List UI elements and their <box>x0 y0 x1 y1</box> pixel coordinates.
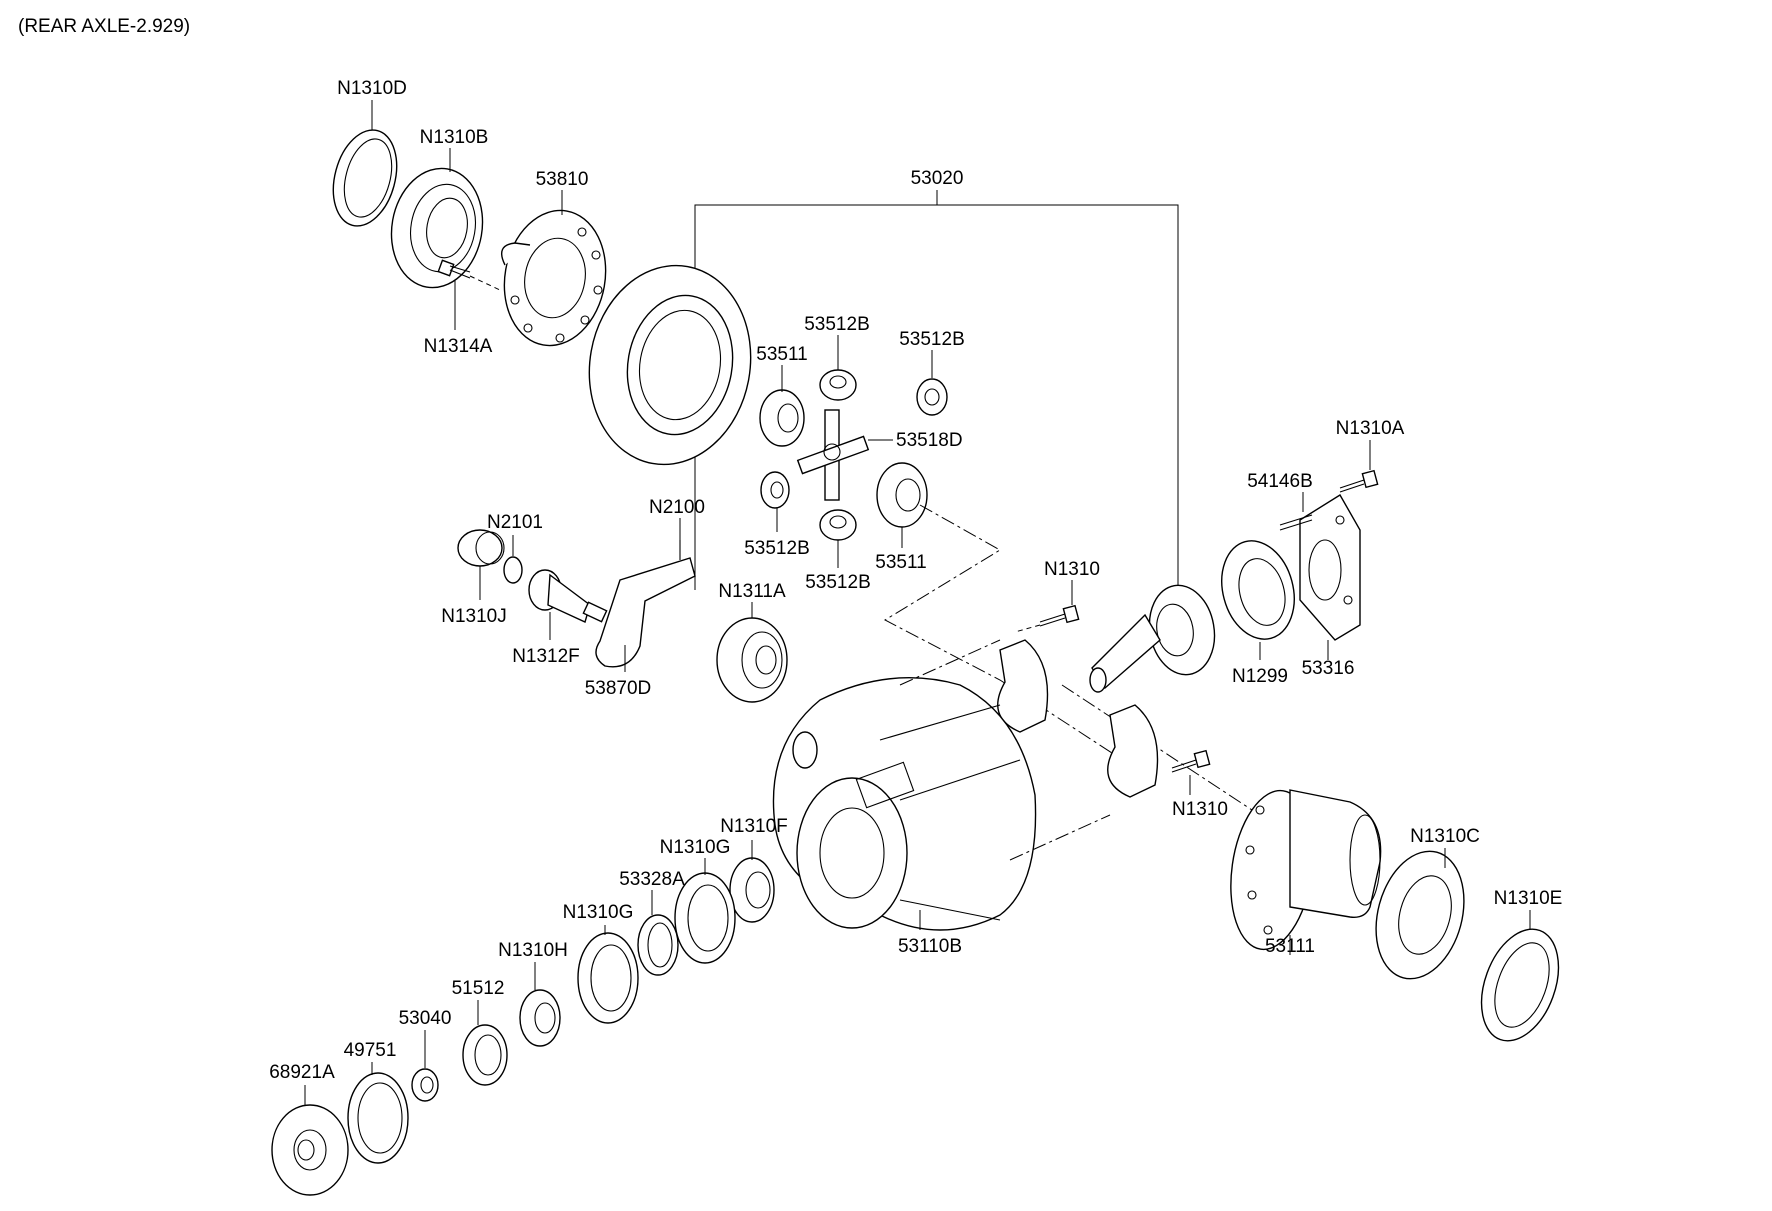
label-51512: 51512 <box>452 978 505 999</box>
part-51512-seal[interactable] <box>462 1024 508 1086</box>
part-49751-washer[interactable] <box>347 1072 409 1164</box>
label-n1310b: N1310B <box>420 127 489 148</box>
part-n1310a-bolt[interactable] <box>1339 469 1379 493</box>
label-n1312f: N1312F <box>512 646 580 667</box>
part-n1311a-bearing[interactable] <box>716 617 788 703</box>
part-bearing-cap-lower[interactable] <box>1107 704 1159 798</box>
label-n1310-lower: N1310 <box>1172 799 1228 820</box>
part-53110b-axle-housing[interactable] <box>772 677 1037 931</box>
part-53512b-pinion-upper[interactable] <box>819 369 857 401</box>
label-n1310f: N1310F <box>720 816 788 837</box>
part-53512b-pinion-left[interactable] <box>760 471 790 509</box>
part-53870d-shift-fork[interactable] <box>595 540 696 668</box>
part-53040-nut[interactable] <box>411 1068 439 1102</box>
part-53518d-cross-shaft[interactable] <box>796 409 870 501</box>
label-53511-lower: 53511 <box>875 552 926 573</box>
label-53512b-upper: 53512B <box>804 314 870 335</box>
label-n1310a: N1310A <box>1336 418 1405 439</box>
label-n1310c: N1310C <box>1410 826 1480 847</box>
part-n1310c-bearing[interactable] <box>1363 841 1478 988</box>
part-n1314a-bolt[interactable] <box>437 259 471 279</box>
label-n1310h: N1310H <box>498 940 568 961</box>
part-n1299-seal[interactable] <box>1211 533 1304 648</box>
part-n1310d-bearing-race[interactable] <box>323 123 406 233</box>
part-53810-differential-case[interactable] <box>494 202 616 353</box>
label-53111: 53111 <box>1265 936 1315 957</box>
part-n1310e-bearing-race[interactable] <box>1467 919 1572 1052</box>
label-53512b-left: 53512B <box>744 538 810 559</box>
label-53810: 53810 <box>536 169 589 190</box>
part-68921a-flange[interactable] <box>271 1104 349 1196</box>
part-53111-carrier[interactable] <box>1221 785 1382 955</box>
label-n1310e: N1310E <box>1494 888 1563 909</box>
part-n1310b-bearing[interactable] <box>382 161 491 295</box>
part-53511-side-gear-upper[interactable] <box>759 389 805 447</box>
part-n1310g-race-lower[interactable] <box>577 932 639 1024</box>
label-53110b: 53110B <box>898 936 962 957</box>
label-54146b: 54146B <box>1247 471 1313 492</box>
label-n1311a: N1311A <box>718 581 786 602</box>
label-53328a: 53328A <box>619 869 685 890</box>
part-53316-plate[interactable] <box>1299 494 1361 641</box>
label-49751: 49751 <box>344 1040 397 1061</box>
diagram-title: (REAR AXLE-2.929) <box>18 16 190 37</box>
label-53870d: 53870D <box>585 678 652 699</box>
label-n1310-upper: N1310 <box>1044 559 1100 580</box>
label-53512b-lower: 53512B <box>805 572 871 593</box>
label-n1310g-upper: N1310G <box>660 837 731 858</box>
label-68921a: 68921A <box>269 1062 335 1083</box>
part-53020-drive-pinion[interactable] <box>1089 580 1221 693</box>
part-n1310-bolt-lower[interactable] <box>1171 749 1211 773</box>
label-53020: 53020 <box>911 168 964 189</box>
part-n1310f-bearing[interactable] <box>729 857 775 923</box>
label-53316: 53316 <box>1302 658 1355 679</box>
part-53511-side-gear-lower[interactable] <box>876 462 928 528</box>
label-n2100: N2100 <box>649 497 705 518</box>
part-n1310g-race-upper[interactable] <box>674 872 736 964</box>
part-n1312f-shaft[interactable] <box>528 569 608 623</box>
label-53512b-right: 53512B <box>899 329 965 350</box>
part-53512b-pinion-right[interactable] <box>916 378 948 416</box>
part-53020-ring-gear[interactable] <box>574 253 766 478</box>
part-54146b-pin[interactable] <box>1279 514 1313 531</box>
part-n1310h-bearing[interactable] <box>519 989 561 1047</box>
part-n1310-bolt-upper[interactable] <box>1039 604 1080 627</box>
part-53512b-pinion-lower[interactable] <box>819 509 857 541</box>
label-53518d: 53518D <box>896 430 963 451</box>
label-n2101: N2101 <box>487 512 543 533</box>
label-n1310d: N1310D <box>337 78 407 99</box>
part-53328a-spacer[interactable] <box>637 914 679 976</box>
part-n2101-o-ring[interactable] <box>503 556 523 584</box>
part-n1310j-bushing[interactable] <box>457 529 505 567</box>
label-n1314a: N1314A <box>424 336 493 357</box>
label-53040: 53040 <box>399 1008 452 1029</box>
label-53511-upper: 53511 <box>756 344 807 365</box>
label-n1310g-lower: N1310G <box>563 902 634 923</box>
part-bearing-cap-upper[interactable] <box>997 639 1049 733</box>
label-n1299: N1299 <box>1232 666 1288 687</box>
label-n1310j: N1310J <box>441 606 507 627</box>
